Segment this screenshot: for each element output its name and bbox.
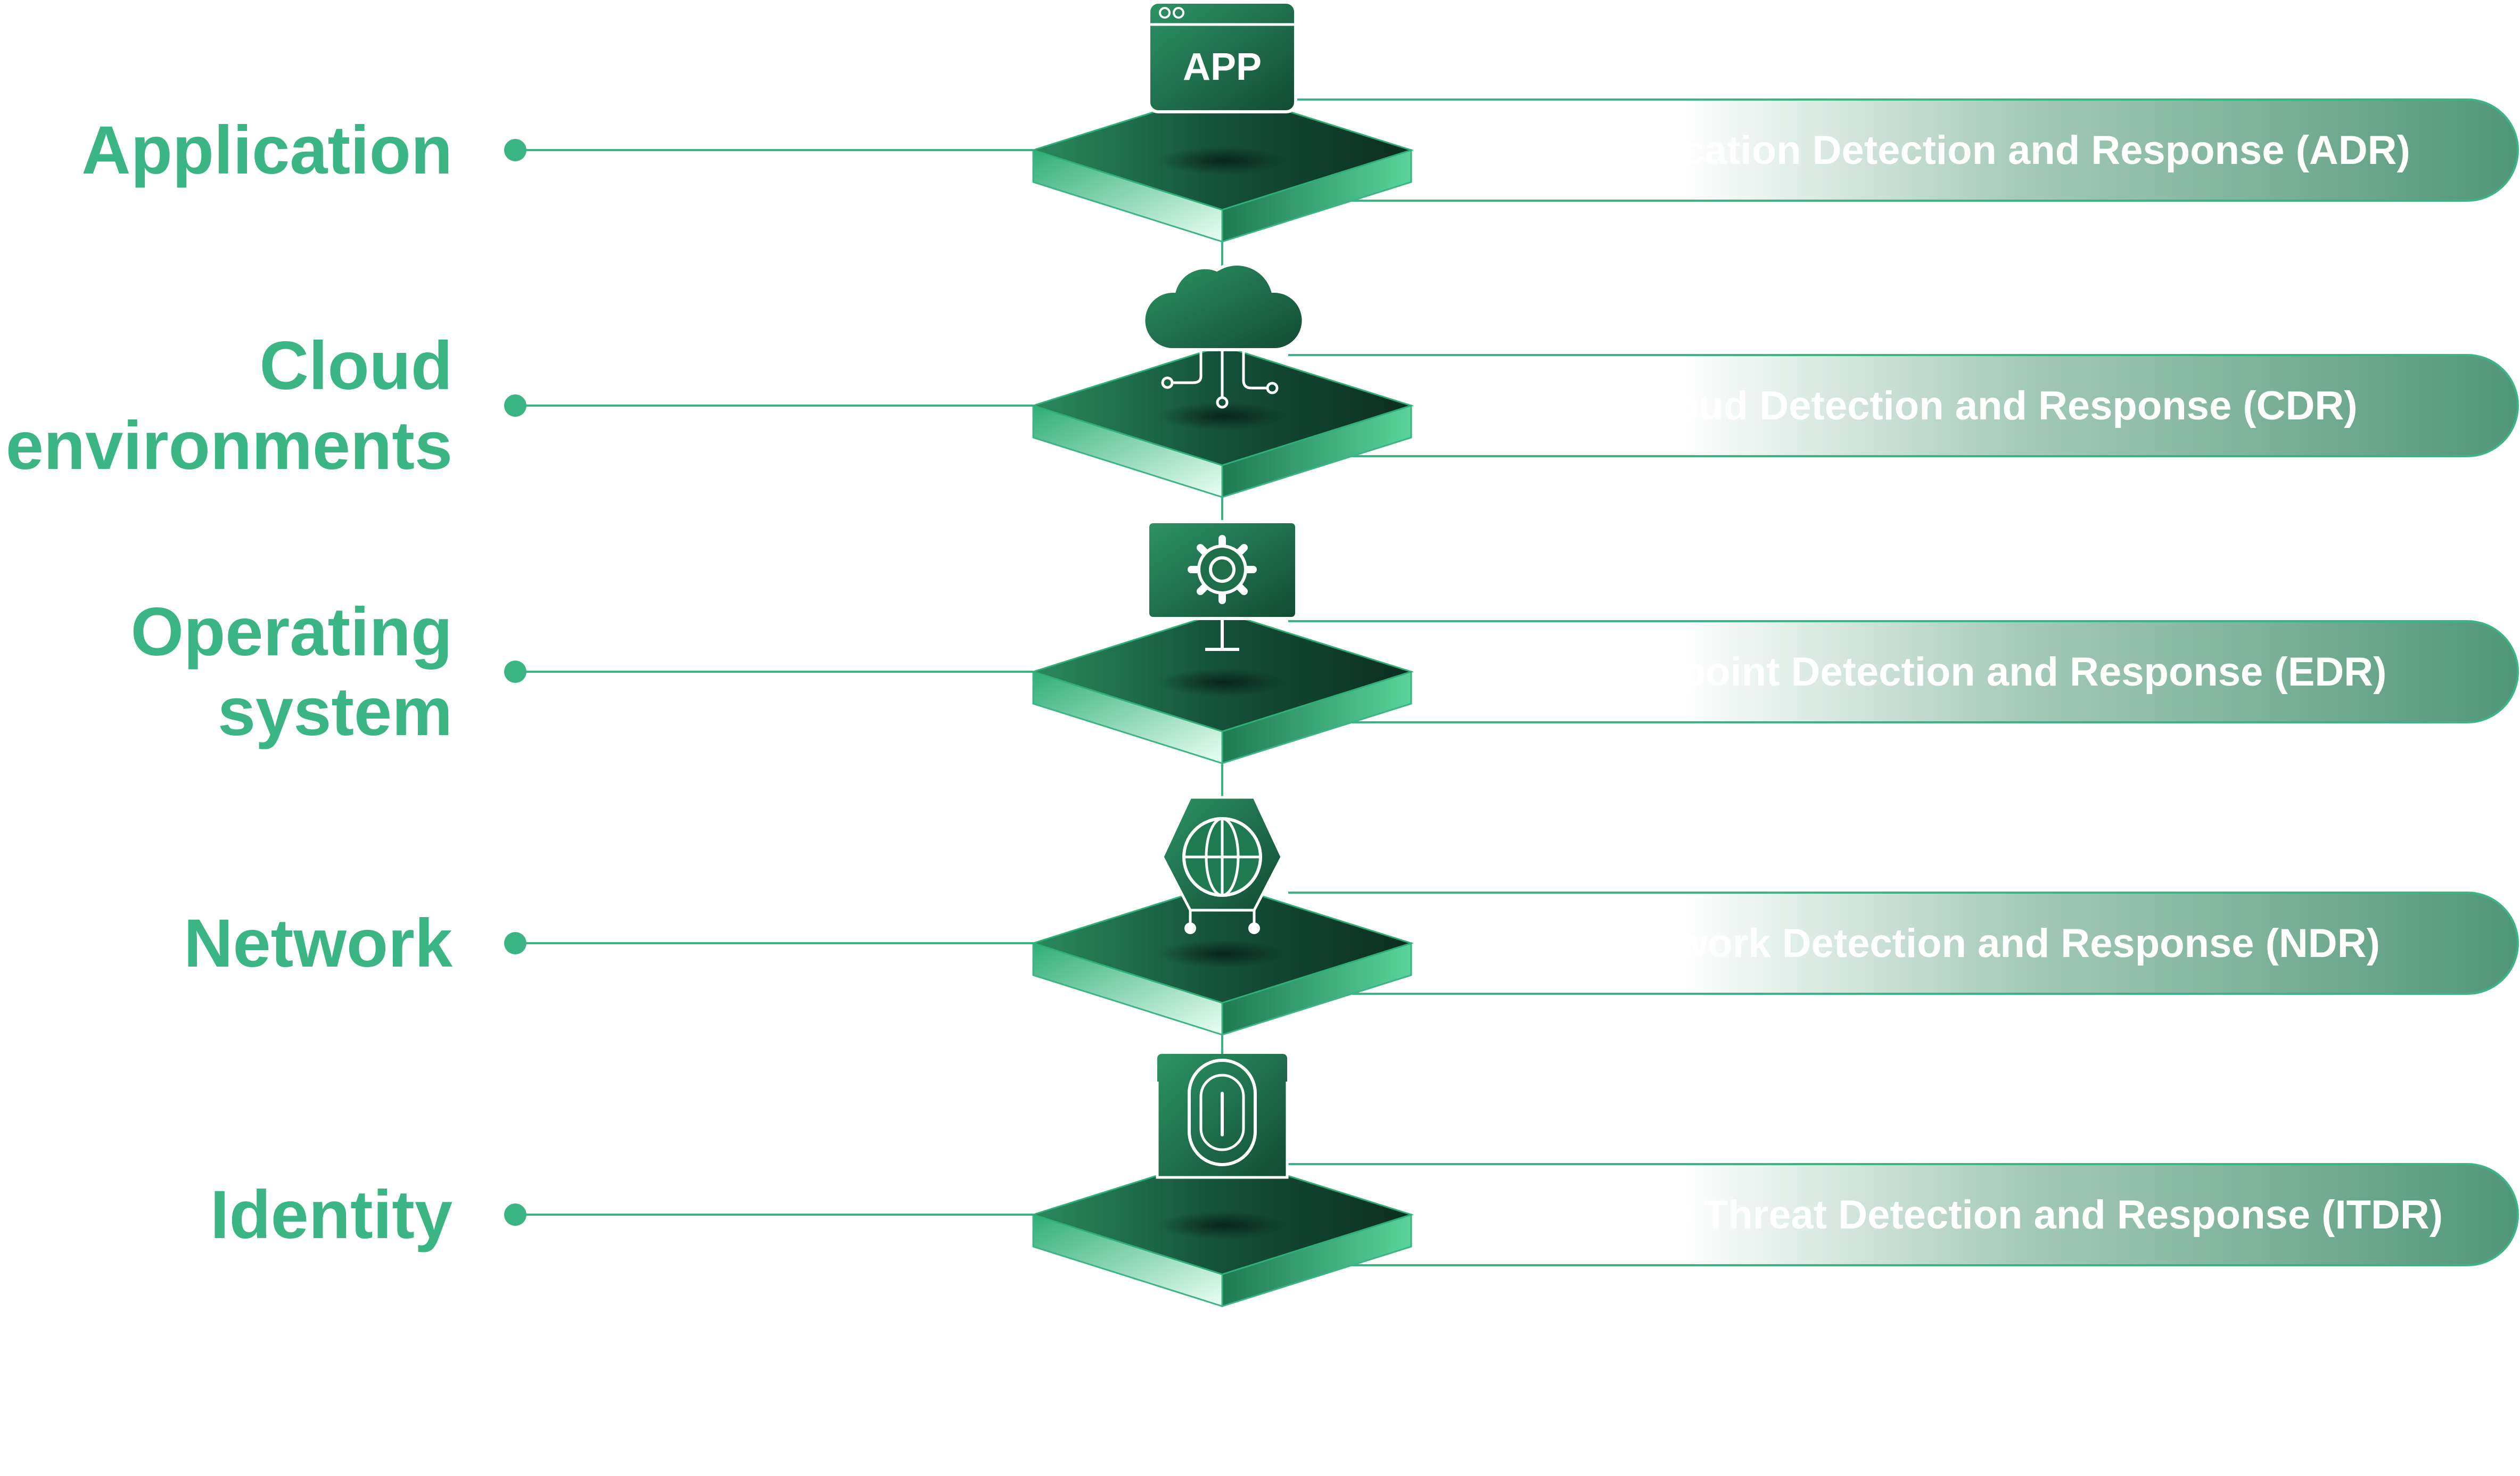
capability-label: Network Detection and Response (NDR) xyxy=(1611,921,2380,966)
capability-label: Endpoint Detection and Response (EDR) xyxy=(1604,649,2386,695)
layer-label: Identity xyxy=(210,1177,452,1253)
cloud-network-icon xyxy=(1142,262,1305,409)
layer-label: Network xyxy=(184,905,453,982)
capability-pill: Cloud Detection and Response (CDR) xyxy=(1288,354,2519,457)
capability-label: Identity Threat Detection and Response (… xyxy=(1548,1192,2443,1238)
app-window-icon: APP xyxy=(1147,1,1297,113)
platform xyxy=(1031,611,1414,765)
platform xyxy=(1031,345,1414,499)
layer-row: Application Detection and Response (ADR)… xyxy=(81,1,2519,243)
capability-pill: Application Detection and Response (ADR) xyxy=(1288,98,2519,202)
network-globe-icon xyxy=(1161,796,1283,934)
layer-row: Identity Threat Detection and Response (… xyxy=(210,1054,2519,1308)
capability-pill: Network Detection and Response (NDR) xyxy=(1288,892,2519,995)
capability-pill: Endpoint Detection and Response (EDR) xyxy=(1288,620,2519,723)
layer-row: Network Detection and Response (NDR) Netw… xyxy=(184,796,2519,1036)
layer-label: Application xyxy=(81,112,452,188)
monitor-gear-icon xyxy=(1146,520,1298,651)
platform xyxy=(1031,883,1414,1036)
layer-row: Endpoint Detection and Response (EDR) Ope… xyxy=(131,520,2519,765)
capability-pill: Identity Threat Detection and Response (… xyxy=(1288,1163,2519,1266)
capability-label: Cloud Detection and Response (CDR) xyxy=(1634,383,2358,428)
platform xyxy=(1031,1154,1414,1308)
app-icon-text: APP xyxy=(1183,46,1262,88)
capability-label: Application Detection and Response (ADR) xyxy=(1581,128,2410,173)
fingerprint-icon xyxy=(1156,1054,1289,1180)
